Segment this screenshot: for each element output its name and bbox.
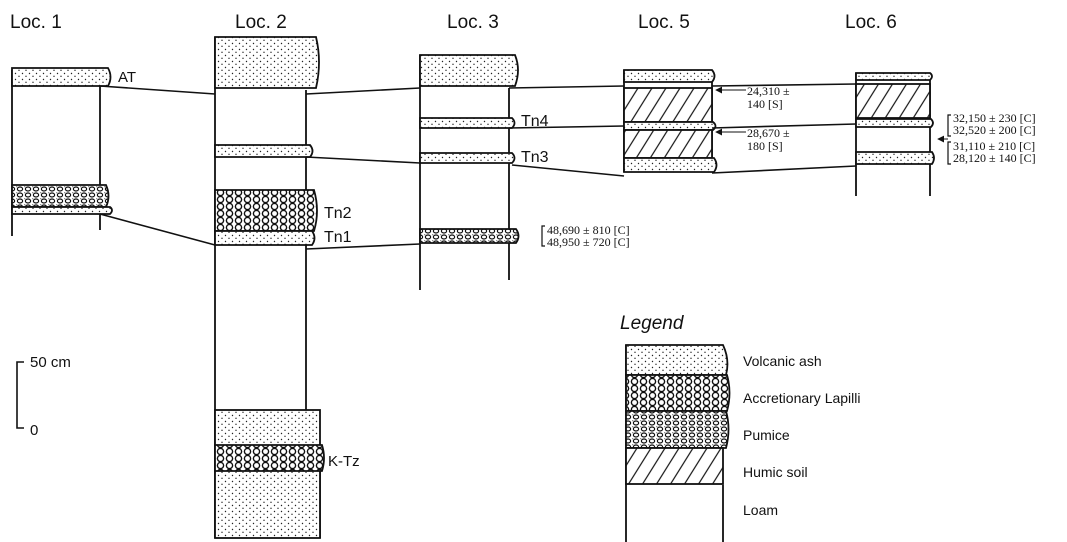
loc1-title: Loc. 1 (10, 12, 62, 33)
loc6-title: Loc. 6 (845, 12, 897, 33)
loc3-column (420, 55, 519, 290)
legend-label-loam: Loam (743, 502, 778, 518)
legend-swatch-lapilli (626, 375, 730, 411)
correlation-tn3-loc3-loc5 (512, 165, 624, 176)
label-tn3: Tn3 (521, 149, 549, 166)
legend-label-lapilli: Accretionary Lapilli (743, 390, 861, 406)
label-tn1: Tn1 (324, 229, 352, 246)
legend-swatches (626, 345, 730, 542)
legend-swatch-ash (626, 345, 727, 375)
legend-label-ash: Volcanic ash (743, 353, 822, 369)
label-tn2: Tn2 (324, 205, 352, 222)
loc6-column (856, 73, 934, 196)
loc5-date-upper-l2: 140 [S] (747, 97, 783, 111)
legend-swatch-humic (626, 448, 723, 484)
correlation-at-loc1-loc2 (100, 86, 215, 94)
legend-swatch-pumice (626, 411, 729, 448)
legend-title: Legend (620, 313, 685, 334)
scale-bar (17, 362, 24, 428)
loc5-date-lower-l2: 180 [S] (747, 139, 783, 153)
loc6-bracket-upper (948, 115, 951, 136)
loc6-bracket-lower (948, 142, 951, 164)
label-at: AT (118, 69, 136, 86)
loc3-date-bracket (542, 226, 545, 246)
scale-bottom-label: 0 (30, 422, 38, 439)
correlation-tn3-loc5-loc6 (712, 166, 856, 173)
loc1-column (12, 68, 112, 236)
legend-label-pumice: Pumice (743, 427, 790, 443)
correlation-at-loc2-loc3 (306, 88, 420, 94)
scale-top-label: 50 cm (30, 354, 71, 371)
loc6-date-b: 32,520 ± 200 [C] (953, 123, 1036, 137)
legend-label-humic: Humic soil (743, 464, 808, 480)
correlation-at-loc5-loc6 (712, 84, 856, 86)
label-ktz: K-Tz (328, 453, 360, 470)
correlation-lines (100, 84, 856, 249)
loc5-column (624, 70, 717, 172)
loc3-title: Loc. 3 (447, 12, 499, 33)
loc2-title: Loc. 2 (235, 12, 287, 33)
loc6-date-d: 28,120 ± 140 [C] (953, 151, 1036, 165)
loc2-column (215, 37, 324, 538)
loc5-title: Loc. 5 (638, 12, 690, 33)
loc5-date-lower-l1: 28,670 ± (747, 126, 790, 140)
correlation-tn3-loc2-loc3 (306, 157, 420, 163)
correlation-at-loc3-loc5 (509, 86, 624, 88)
loc3-date-b: 48,950 ± 720 [C] (547, 235, 630, 249)
correlation-tn1-loc1-loc2 (100, 214, 215, 245)
